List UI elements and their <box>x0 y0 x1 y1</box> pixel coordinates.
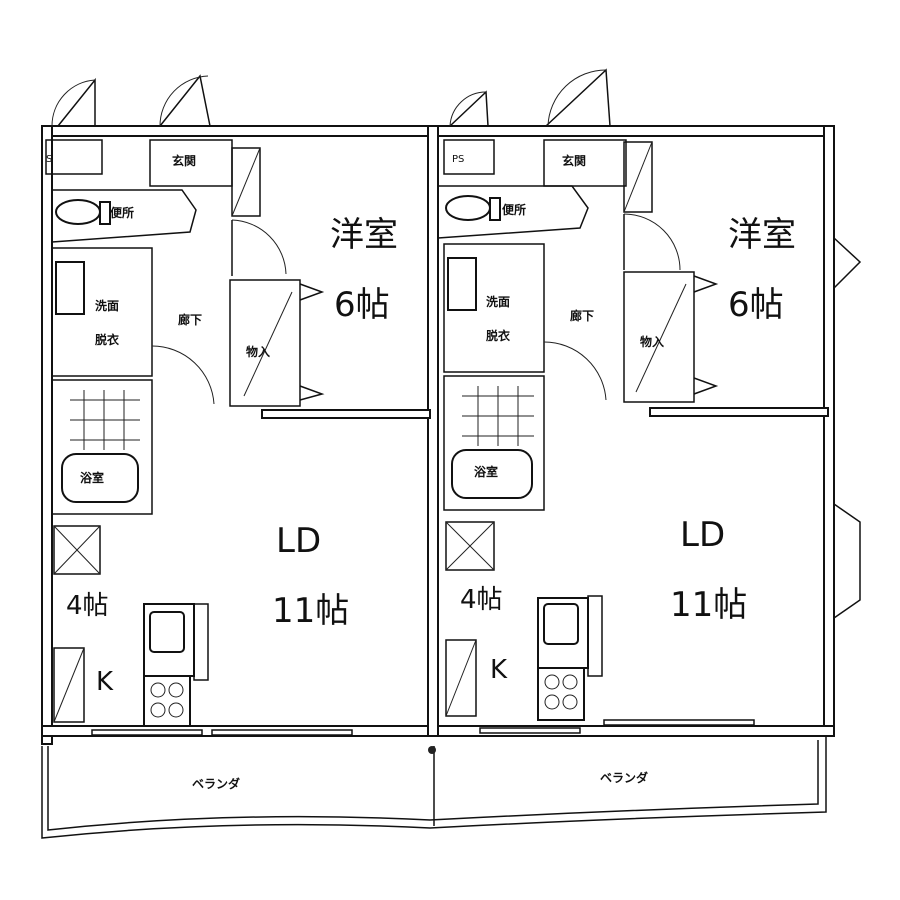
duct-box <box>445 521 495 571</box>
ld-size-left: 11帖 <box>272 591 349 631</box>
corridor-label-left: 廊下 <box>178 312 202 327</box>
western-room-size-right: 6帖 <box>728 285 784 325</box>
toilet-label-left: 便所 <box>110 205 134 220</box>
washroom-label-2-left: 脱衣 <box>95 332 119 347</box>
bath-label-right: 浴室 <box>474 464 498 479</box>
ps-box <box>45 139 103 175</box>
toilet-label-right: 便所 <box>502 202 526 217</box>
veranda <box>41 736 827 839</box>
stove <box>143 675 191 727</box>
ps-label-left: S <box>46 154 52 165</box>
ld-size-right: 11帖 <box>670 585 747 625</box>
washroom-label-1-left: 洗面 <box>95 298 119 313</box>
bath-room <box>51 379 153 515</box>
bath-label-left: 浴室 <box>80 470 104 485</box>
veranda-label-left: ベランダ <box>192 776 240 791</box>
toilet-bowl <box>55 199 101 225</box>
kitchen-name-left: K <box>96 667 114 697</box>
washroom-label-2-right: 脱衣 <box>486 328 510 343</box>
western-room-size-left: 6帖 <box>334 285 390 325</box>
entrance-box <box>543 139 627 187</box>
ps-label-right: PS <box>452 154 464 165</box>
veranda-label-right: ベランダ <box>600 770 648 785</box>
western-room-name-left: 洋室 <box>330 215 398 255</box>
ld-name-right: LD <box>680 515 725 555</box>
duct-box <box>53 525 101 575</box>
stove <box>537 667 585 721</box>
washroom-label-1-right: 洗面 <box>486 294 510 309</box>
kitchen-size-right: 4帖 <box>460 585 503 615</box>
closet <box>229 279 301 407</box>
ld-name-left: LD <box>276 521 321 561</box>
washroom-room <box>51 247 153 377</box>
kitchen-name-right: K <box>490 655 508 685</box>
washroom-room <box>443 243 545 373</box>
entrance-label-left: 玄関 <box>172 153 196 168</box>
entrance-label-right: 玄関 <box>562 153 586 168</box>
corridor-label-right: 廊下 <box>570 308 594 323</box>
western-room-name-right: 洋室 <box>728 215 796 255</box>
closet-label-left: 物入 <box>246 344 270 359</box>
ps-box <box>443 139 495 175</box>
unit-left <box>45 74 353 736</box>
bath-room <box>443 375 545 511</box>
unit-right <box>437 68 862 734</box>
closet-label-right: 物入 <box>640 334 664 349</box>
outer-walls <box>41 125 835 745</box>
closet <box>623 271 695 403</box>
toilet-bowl <box>445 195 491 221</box>
kitchen-size-left: 4帖 <box>66 591 109 621</box>
